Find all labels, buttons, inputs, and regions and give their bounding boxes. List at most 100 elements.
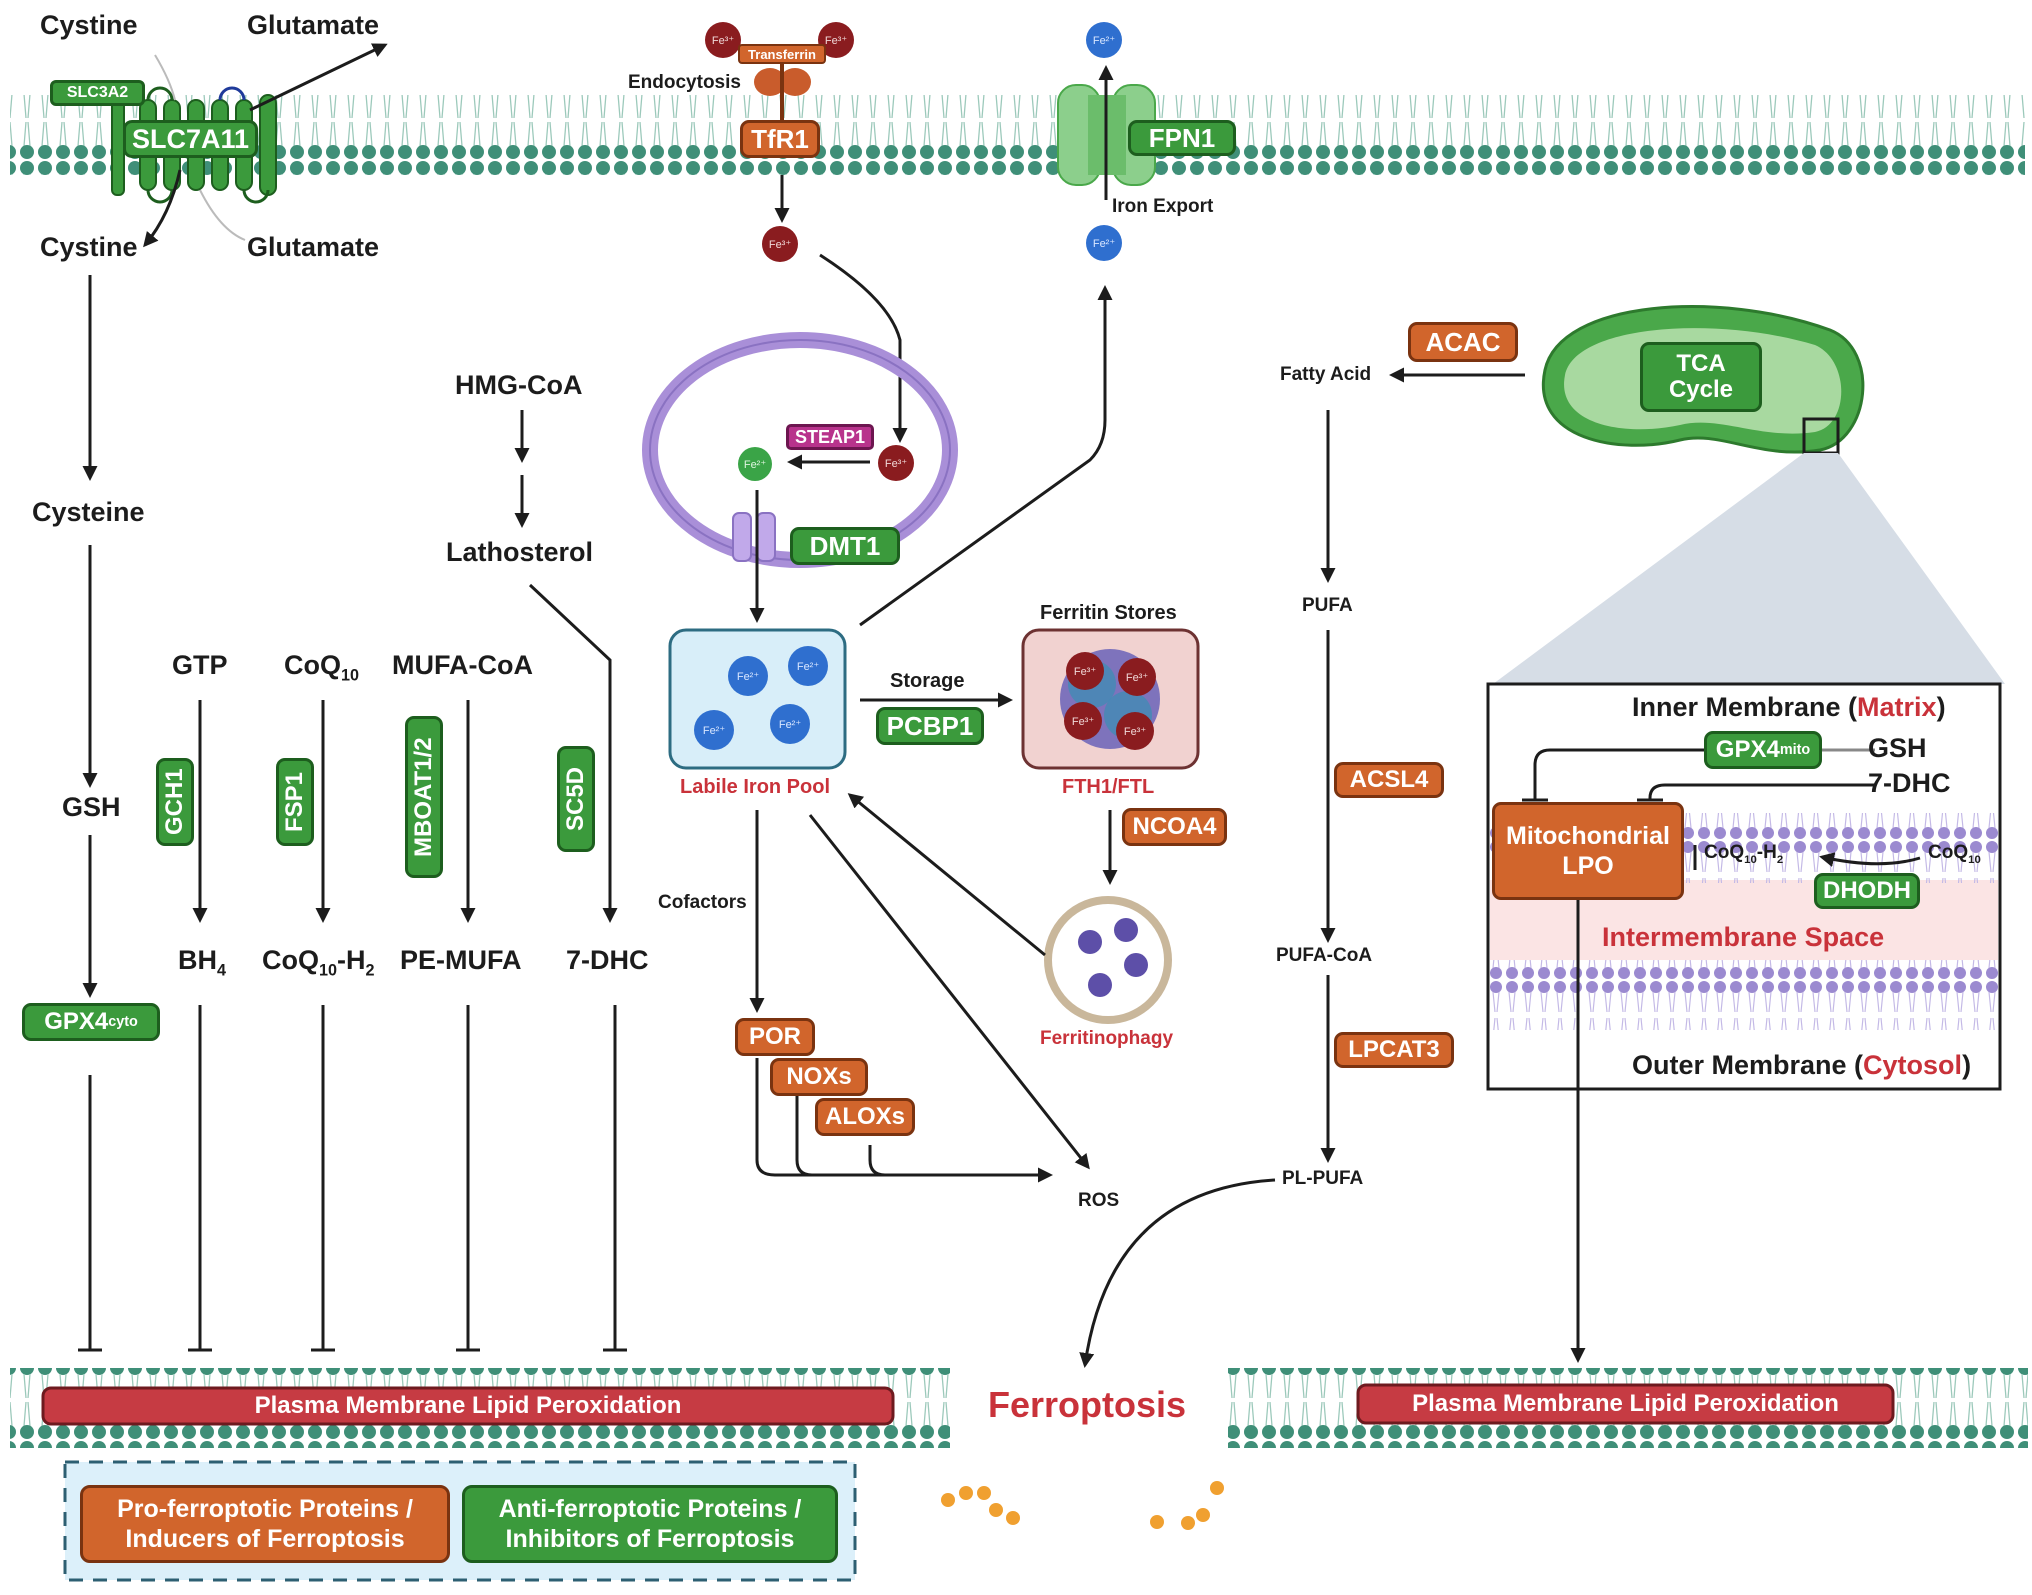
por-label[interactable]: POR — [735, 1018, 815, 1056]
cysteine-label: Cysteine — [32, 497, 145, 527]
fe2-ion-icon: Fe²⁺ — [1086, 22, 1122, 58]
outer-membrane — [1490, 960, 1998, 1030]
coq10h2-text: CoQ — [262, 945, 319, 975]
fe3-ion-icon: Fe³⁺ — [1064, 702, 1102, 740]
gpx4-cyto-text: GPX4 — [44, 1008, 109, 1035]
mito-coq10-sub: 10 — [1968, 853, 1981, 866]
cytosol-text: Cytosol — [1863, 1050, 1963, 1080]
gch1-label[interactable]: GCH1 — [156, 758, 194, 846]
zoom-projection — [1493, 453, 2005, 684]
tca-cycle-label[interactable]: TCA Cycle — [1640, 342, 1762, 412]
lathosterol-to-7dhc-arrow — [528, 583, 618, 923]
legend-pro-line2: Inducers of Ferroptosis — [125, 1525, 405, 1553]
fe2-ion-icon: Fe²⁺ — [1086, 225, 1122, 261]
inhibition-lines — [78, 1005, 627, 1352]
7dhc-mito-inhibition — [1648, 783, 1875, 800]
slc3a2-label[interactable]: SLC3A2 — [50, 80, 145, 106]
lpcat3-label[interactable]: LPCAT3 — [1334, 1032, 1454, 1068]
pcbp1-label[interactable]: PCBP1 — [876, 707, 984, 745]
bh4-sub: 4 — [217, 961, 227, 980]
legend-pro-line1: Pro-ferroptotic Proteins / — [117, 1495, 413, 1523]
mito-coq10h2-suffix: -H — [1756, 842, 1777, 863]
autolysosome-icon — [1044, 896, 1172, 1024]
fe2-ion-icon: Fe²⁺ — [788, 646, 828, 686]
slc7a11-label[interactable]: SLC7A11 — [123, 120, 258, 158]
lipid-peroxidation-left-label: Plasma Membrane Lipid Peroxidation — [254, 1392, 682, 1419]
mitochondrial-lpo-label[interactable]: Mitochondrial LPO — [1492, 802, 1684, 900]
fatty-acid-label: Fatty Acid — [1280, 364, 1372, 385]
gsh-label: GSH — [62, 792, 121, 822]
acac-label[interactable]: ACAC — [1408, 322, 1518, 362]
iron-export-label: Iron Export — [1112, 196, 1214, 217]
intermembrane-space-label: Intermembrane Space — [1602, 922, 1885, 952]
bh4-label: BH4 — [178, 945, 226, 980]
mito-7dhc-label: 7-DHC — [1868, 768, 1951, 798]
mito-coq10h2-label: CoQ10-H2 — [1704, 842, 1783, 866]
legend-anti-line2: Inhibitors of Ferroptosis — [505, 1525, 795, 1553]
hmg-coa-label: HMG-CoA — [455, 370, 583, 400]
fsp1-label[interactable]: FSP1 — [276, 758, 314, 846]
steap1-label[interactable]: STEAP1 — [786, 424, 874, 450]
lpo-line1: Mitochondrial — [1506, 822, 1670, 850]
legend-anti-line1: Anti-ferroptotic Proteins / — [498, 1495, 802, 1523]
tfr1-label[interactable]: TfR1 — [740, 120, 820, 158]
outer-membrane-text: Outer Membrane ( — [1632, 1050, 1864, 1080]
coq10-sub: 10 — [341, 666, 360, 685]
cystine-fade-line — [154, 54, 176, 101]
inner-close-paren: ) — [1936, 692, 1946, 722]
lipid-peroxidation-bar-left — [41, 1386, 895, 1426]
tca-text: TCA — [1676, 349, 1726, 377]
cystine-intracellular-label: Cystine — [40, 232, 138, 262]
coq10h2-suffix-sub: 2 — [365, 961, 375, 980]
cystine-import-arrow — [143, 169, 182, 248]
fe3-ion-icon: Fe³⁺ — [1118, 658, 1156, 696]
gpx4-mito-sup: mito — [1779, 742, 1811, 758]
plpufa-to-ferroptosis-arrow — [1079, 1178, 1276, 1368]
sc5d-label[interactable]: SC5D — [557, 746, 595, 852]
acsl4-label[interactable]: ACSL4 — [1334, 762, 1444, 798]
aloxs-label[interactable]: ALOXs — [815, 1098, 915, 1136]
mito-coq10h2-suffix-sub: 2 — [1776, 853, 1784, 866]
mito-coq10h2-text: CoQ — [1704, 842, 1745, 863]
inner-membrane-label: Inner Membrane (Matrix) — [1632, 692, 1946, 723]
cofactors-label: Cofactors — [658, 892, 747, 913]
dmt1-label[interactable]: DMT1 — [790, 527, 900, 565]
coq10-label: CoQ10 — [284, 650, 359, 685]
lathosterol-label: Lathosterol — [446, 537, 594, 567]
legend-anti-ferroptotic: Anti-ferroptotic Proteins / Inhibitors o… — [462, 1485, 838, 1563]
lipid-peroxidation-bar-right — [1356, 1383, 1895, 1425]
storage-label: Storage — [890, 670, 965, 692]
gpx4-cyto-sup: cyto — [108, 1014, 138, 1030]
mito-coq10-text: CoQ — [1928, 842, 1969, 863]
dhodh-reduction-arrow — [1819, 852, 1921, 867]
ferritinophagy-to-lip-arrow — [847, 793, 1046, 957]
fe3-ion-icon: Fe³⁺ — [1066, 652, 1104, 690]
fe2-ion-icon: Fe²⁺ — [770, 704, 810, 744]
fe3-ion-icon: Fe³⁺ — [762, 226, 798, 262]
coq10h2-label: CoQ10-H2 — [262, 945, 375, 980]
ferroptosis-label: Ferroptosis — [988, 1384, 1187, 1425]
transferrin-label[interactable]: Transferrin — [738, 44, 826, 64]
gpx4-mito-inhibition — [1533, 748, 1705, 800]
ncoa4-label[interactable]: NCOA4 — [1122, 808, 1227, 846]
cycle-text: Cycle — [1668, 376, 1734, 403]
fe2-ion-icon: Fe²⁺ — [694, 710, 734, 750]
mboat12-label[interactable]: MBOAT1/2 — [405, 716, 443, 878]
noxs-label[interactable]: NOXs — [770, 1058, 868, 1096]
fpn1-label[interactable]: FPN1 — [1128, 120, 1236, 156]
plasma-membrane-top — [10, 95, 2025, 175]
endocytosis-label: Endocytosis — [628, 72, 741, 93]
coq10h2-suffix: -H — [337, 945, 366, 975]
ferritin-stores-label: Ferritin Stores — [1040, 602, 1177, 624]
fth1-ftl-label: FTH1/FTL — [1062, 776, 1155, 798]
dhodh-label[interactable]: DHODH — [1814, 873, 1920, 909]
lpo-line2: LPO — [1562, 852, 1614, 880]
ferritin-clusters-icon — [1078, 918, 1148, 997]
7dhc-label: 7-DHC — [566, 945, 649, 975]
lip-to-export-arrow — [859, 285, 1113, 627]
enzymes-to-ros-arrow — [755, 1058, 1053, 1183]
glutamate-fade-line — [199, 189, 246, 241]
